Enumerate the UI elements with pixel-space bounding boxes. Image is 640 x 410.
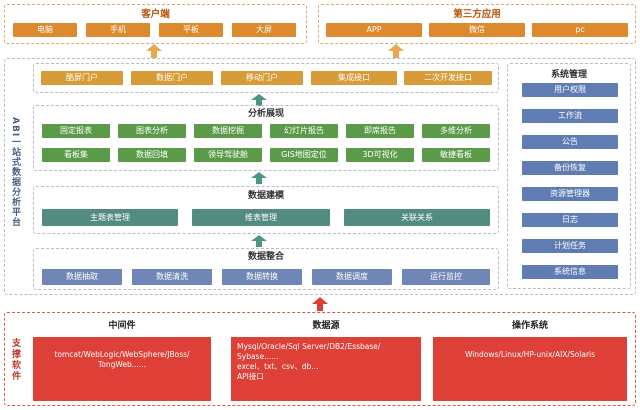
integration-schedule[interactable]: 数据调度 — [312, 269, 392, 285]
client-item-bigscreen[interactable]: 大屏 — [232, 23, 296, 37]
platform-panel: ABI一站式数据分析平台 酷屏门户 数据门户 移动门户 集成接口 二次开发接口 … — [4, 58, 636, 295]
datasource-text: Mysql/Oracle/Sql Server/DB2/Essbase/ Syb… — [237, 342, 381, 381]
integration-transform[interactable]: 数据转换 — [222, 269, 302, 285]
arrow-up-third-party-icon — [388, 44, 404, 58]
analysis-title: 分析展现 — [247, 109, 284, 119]
integration-panel: 数据整合 数据抽取 数据清洗 数据转换 数据调度 运行监控 — [33, 248, 499, 290]
client-panel: 客户端 电脑 手机 平板 大屏 — [4, 4, 307, 44]
analysis-dashboard-set[interactable]: 看板集 — [42, 148, 110, 162]
arrow-up-client-icon — [146, 44, 162, 58]
modeling-relation[interactable]: 关联关系 — [344, 209, 490, 226]
portal-secondary-dev-api[interactable]: 二次开发接口 — [404, 71, 492, 85]
integration-clean[interactable]: 数据清洗 — [132, 269, 212, 285]
arrow-up-portal-icon — [251, 94, 267, 106]
client-item-pc[interactable]: 电脑 — [13, 23, 77, 37]
analysis-chart[interactable]: 图表分析 — [118, 124, 186, 138]
analysis-gis[interactable]: GIS地图定位 — [270, 148, 338, 162]
os-title: 操作系统 — [511, 321, 548, 331]
integration-extract[interactable]: 数据抽取 — [42, 269, 122, 285]
system-title: 系统管理 — [550, 70, 587, 80]
analysis-fixed-report[interactable]: 固定报表 — [42, 124, 110, 138]
support-panel: 支撑软件 中间件 tomcat/WebLogic/WebSphere/JBoss… — [4, 312, 636, 406]
analysis-panel: 分析展现 固定报表 图表分析 数据挖掘 幻灯片报告 即席报告 多维分析 看板集 … — [33, 105, 499, 171]
arrow-up-support-icon — [312, 297, 328, 311]
system-schedule-task[interactable]: 计划任务 — [522, 239, 618, 253]
middleware-title: 中间件 — [108, 321, 136, 331]
analysis-adhoc-report[interactable]: 即席报告 — [346, 124, 414, 138]
system-backup[interactable]: 备份恢复 — [522, 161, 618, 175]
arrow-up-modeling-icon — [251, 235, 267, 247]
third-party-item-wechat[interactable]: 微信 — [429, 23, 525, 37]
analysis-agile-board[interactable]: 敏捷看板 — [422, 148, 490, 162]
third-party-title: 第三方应用 — [453, 9, 501, 20]
system-notice[interactable]: 公告 — [522, 135, 618, 149]
analysis-mining[interactable]: 数据挖掘 — [194, 124, 262, 138]
datasource-box: Mysql/Oracle/Sql Server/DB2/Essbase/ Syb… — [231, 337, 421, 401]
third-party-item-app[interactable]: APP — [326, 23, 422, 37]
analysis-slide-report[interactable]: 幻灯片报告 — [270, 124, 338, 138]
portal-cool-screen[interactable]: 酷屏门户 — [41, 71, 123, 85]
modeling-panel: 数据建模 主题表管理 维表管理 关联关系 — [33, 186, 499, 234]
os-box: Windows/Linux/HP-unix/AIX/Solaris — [433, 337, 627, 401]
integration-title: 数据整合 — [247, 252, 284, 262]
analysis-cockpit[interactable]: 领导驾驶舱 — [194, 148, 262, 162]
analysis-data-fill[interactable]: 数据回填 — [118, 148, 186, 162]
integration-monitor[interactable]: 运行监控 — [402, 269, 490, 285]
client-item-tablet[interactable]: 平板 — [159, 23, 223, 37]
analysis-3d[interactable]: 3D可视化 — [346, 148, 414, 162]
support-label: 支撑软件 — [12, 339, 22, 382]
system-panel: 系统管理 用户权限 工作流 公告 备份恢复 资源管理器 日志 计划任务 系统信息 — [507, 63, 631, 289]
modeling-dim-table[interactable]: 维表管理 — [192, 209, 330, 226]
portal-data[interactable]: 数据门户 — [131, 71, 213, 85]
datasource-title: 数据源 — [312, 321, 340, 331]
os-text: Windows/Linux/HP-unix/AIX/Solaris — [464, 350, 596, 359]
third-party-item-pc[interactable]: pc — [532, 23, 628, 37]
arrow-up-analysis-icon — [251, 172, 267, 184]
portal-panel: 酷屏门户 数据门户 移动门户 集成接口 二次开发接口 — [33, 63, 499, 93]
system-workflow[interactable]: 工作流 — [522, 109, 618, 123]
analysis-olap[interactable]: 多维分析 — [422, 124, 490, 138]
system-info[interactable]: 系统信息 — [522, 265, 618, 279]
client-title: 客户端 — [141, 9, 170, 20]
portal-mobile[interactable]: 移动门户 — [221, 71, 303, 85]
platform-label: ABI一站式数据分析平台 — [10, 117, 20, 228]
system-user-permission[interactable]: 用户权限 — [522, 83, 618, 97]
system-log[interactable]: 日志 — [522, 213, 618, 227]
modeling-title: 数据建模 — [247, 191, 284, 201]
client-item-phone[interactable]: 手机 — [86, 23, 150, 37]
system-resource-manager[interactable]: 资源管理器 — [522, 187, 618, 201]
third-party-panel: 第三方应用 APP 微信 pc — [318, 4, 636, 44]
middleware-box: tomcat/WebLogic/WebSphere/JBoss/ TongWeb… — [33, 337, 211, 401]
modeling-topic-table[interactable]: 主题表管理 — [42, 209, 178, 226]
middleware-text: tomcat/WebLogic/WebSphere/JBoss/ TongWeb… — [54, 350, 190, 369]
portal-integration-api[interactable]: 集成接口 — [311, 71, 397, 85]
